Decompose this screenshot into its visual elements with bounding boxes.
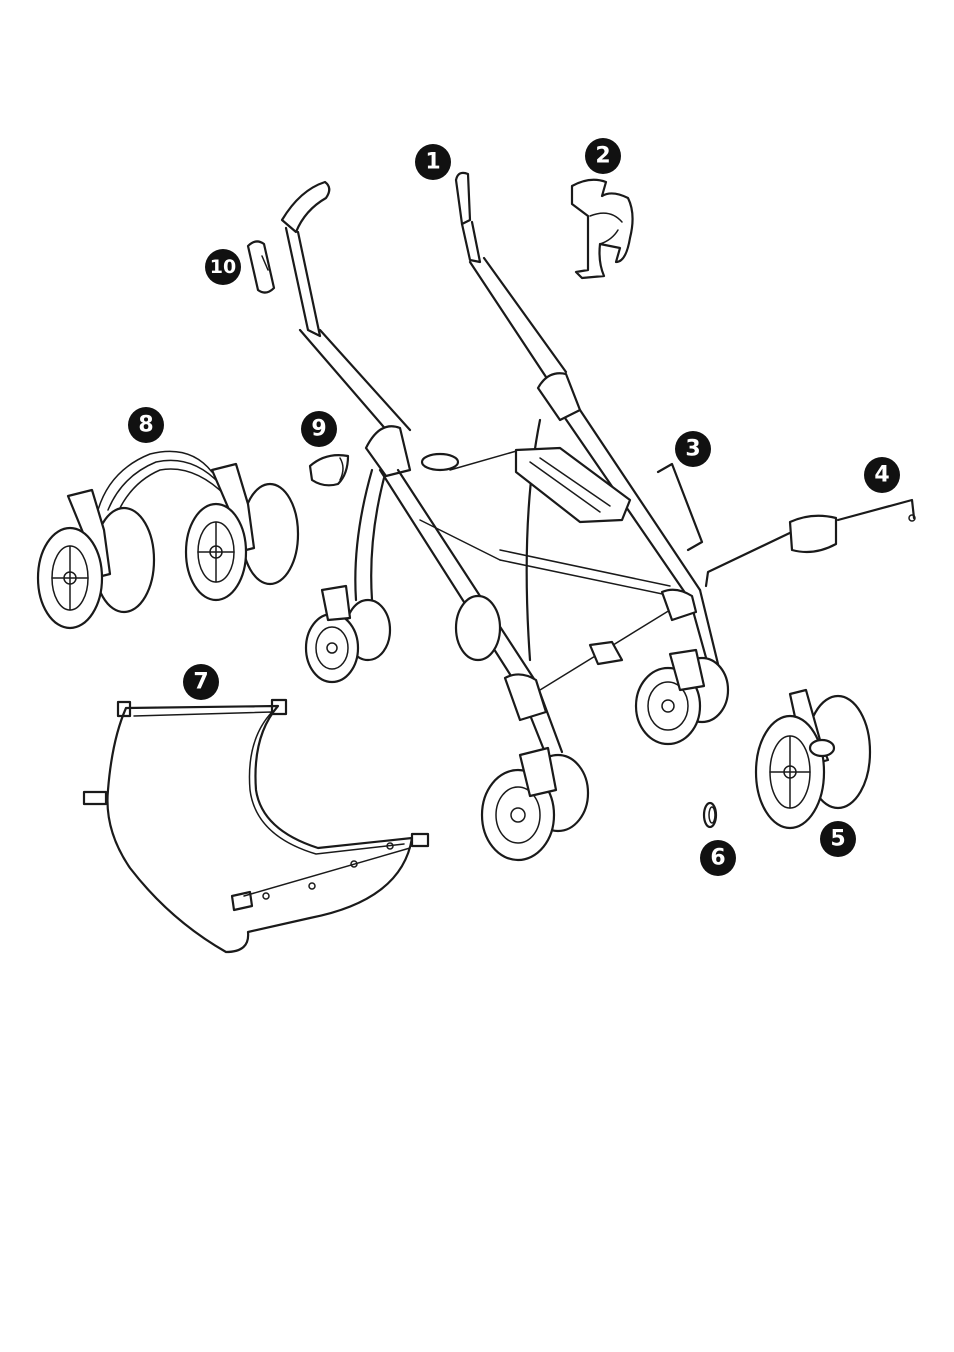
part-badge-5: 5 (820, 821, 856, 857)
storage-basket-drawing (84, 700, 428, 952)
cup-holder-drawing (572, 180, 633, 278)
stroller-frame-drawing (282, 173, 728, 860)
part-number-7: 7 (193, 670, 208, 695)
part-number-6: 6 (710, 846, 725, 871)
brake-bar-drawing (706, 500, 915, 586)
wheel-cap-drawing (704, 803, 716, 827)
part-badge-10: 10 (205, 249, 241, 285)
hinge-cover-drawing (310, 455, 348, 485)
part-number-3: 3 (685, 437, 700, 462)
part-badge-6: 6 (700, 840, 736, 876)
part-badge-3: 3 (675, 431, 711, 467)
part-badge-9: 9 (301, 411, 337, 447)
part-badge-1: 1 (415, 144, 451, 180)
part-number-2: 2 (595, 144, 610, 169)
handle-cap-drawing (248, 241, 274, 292)
part-number-9: 9 (311, 417, 326, 442)
part-number-5: 5 (830, 827, 845, 852)
part-badge-2: 2 (585, 138, 621, 174)
front-wheel-unit-drawing (756, 690, 870, 828)
part-number-1: 1 (425, 150, 440, 175)
part-badge-4: 4 (864, 457, 900, 493)
part-number-4: 4 (874, 463, 889, 488)
part-badge-7: 7 (183, 664, 219, 700)
part-number-10: 10 (210, 256, 236, 278)
rear-wheel-assembly-drawing (38, 451, 298, 628)
part-badge-8: 8 (128, 407, 164, 443)
part-number-8: 8 (138, 413, 153, 438)
